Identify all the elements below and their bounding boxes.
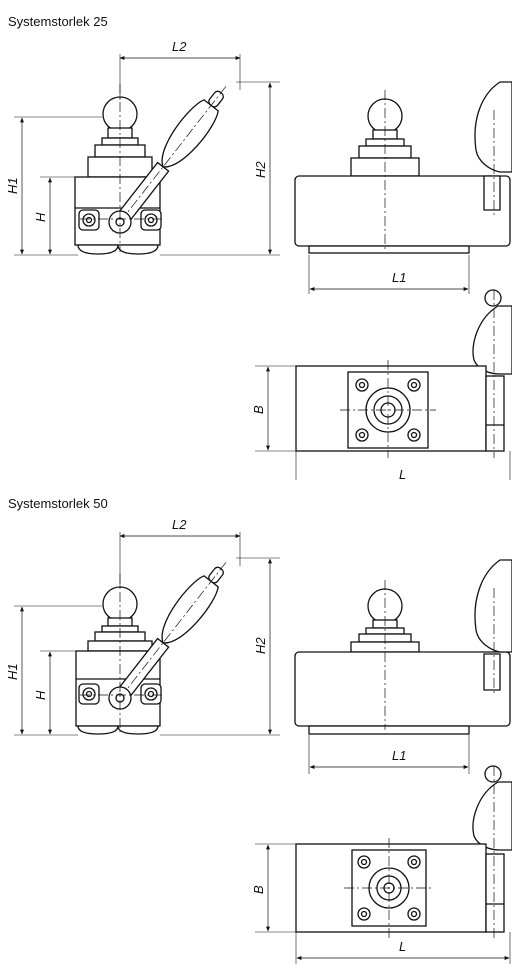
dim-label-h2: H2 <box>253 637 268 654</box>
top-view <box>295 765 512 938</box>
dim-label-l2: L2 <box>172 517 187 532</box>
section-title-50: Systemstorlek 50 <box>8 496 108 511</box>
dim-label-h: H <box>33 212 48 222</box>
dim-label-b: B <box>251 405 266 414</box>
dim-label-h1: H1 <box>5 663 20 680</box>
section-title-25: Systemstorlek 25 <box>8 14 108 29</box>
dim-label-l2: L2 <box>172 39 187 54</box>
technical-drawing-size-25: L2 H1 H H2 L1 <box>5 39 512 480</box>
side-view <box>294 559 512 735</box>
technical-drawing-size-50: L2 H1 H H2 L1 <box>5 517 512 964</box>
dim-label-b: B <box>251 885 266 894</box>
dim-label-h: H <box>33 690 48 700</box>
dim-label-l1: L1 <box>392 270 406 285</box>
top-view <box>295 289 512 458</box>
dim-label-h1: H1 <box>5 177 20 194</box>
dim-label-h2: H2 <box>253 161 268 178</box>
front-view <box>74 84 227 255</box>
dim-label-l1: L1 <box>392 748 406 763</box>
dim-label-l: L <box>399 467 406 480</box>
dim-label-l: L <box>399 939 406 954</box>
side-view <box>294 81 512 254</box>
front-view <box>75 562 227 735</box>
